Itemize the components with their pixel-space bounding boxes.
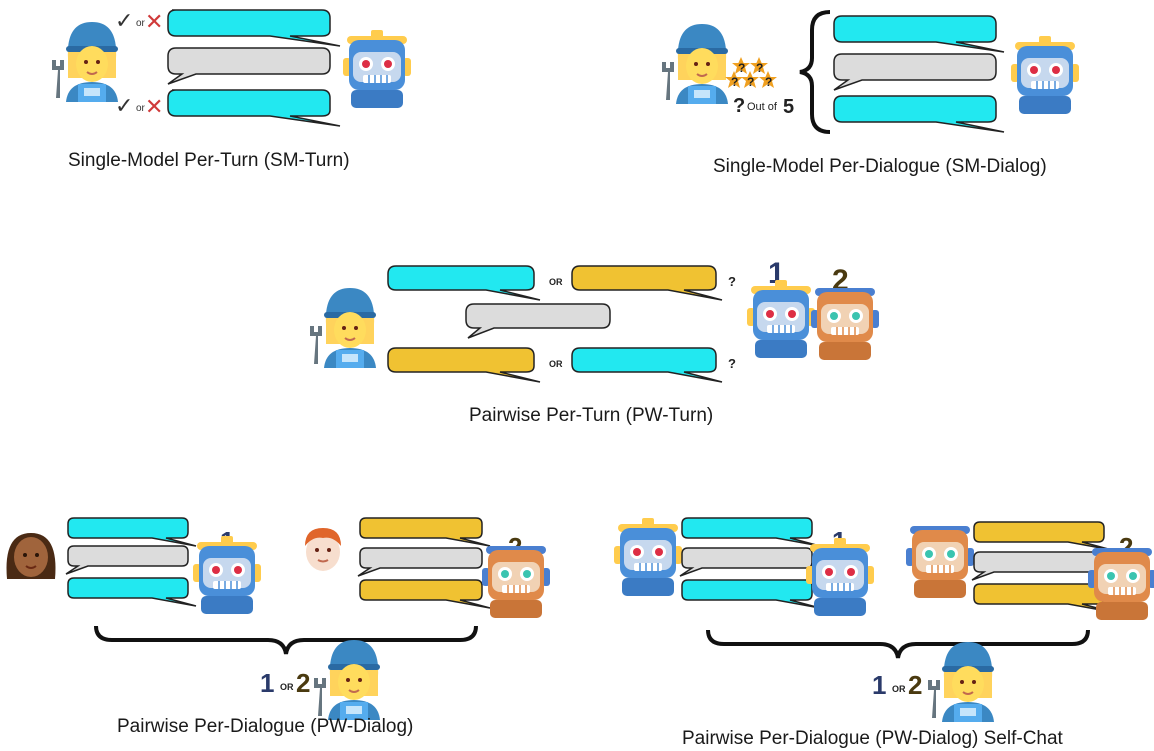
curly-brace-icon xyxy=(799,10,831,134)
worker-woman-icon xyxy=(661,23,729,105)
human-bubble xyxy=(833,53,997,91)
other-model-bubble xyxy=(679,547,813,577)
or-label: OR xyxy=(549,277,563,287)
or-label: OR xyxy=(280,682,294,692)
choice-two: 2 xyxy=(296,668,310,698)
caption-pw-dialog: Pairwise Per-Dialogue (PW-Dialog) xyxy=(117,716,413,737)
model-bubble xyxy=(973,521,1113,551)
robot-blue-icon xyxy=(192,535,262,615)
model-b-bubble xyxy=(387,347,541,383)
robot-orange-icon xyxy=(1087,547,1154,621)
question-mark: ? xyxy=(728,274,736,289)
human-bubble xyxy=(357,547,483,577)
model-bubble xyxy=(681,517,821,547)
worker-woman-icon xyxy=(927,641,995,723)
model-a-bubble xyxy=(387,265,541,301)
model-bubble xyxy=(167,89,341,127)
checkmark-icon: ✓ xyxy=(115,93,133,118)
robot-blue-icon xyxy=(746,279,816,359)
model-bubble xyxy=(833,15,1005,53)
man-face-icon xyxy=(304,527,342,572)
checkmark-icon: ✓ xyxy=(115,8,133,33)
robot-orange-icon xyxy=(905,525,975,599)
model-bubble xyxy=(67,577,197,607)
svg-text:?: ? xyxy=(731,75,738,89)
question-mark: ? xyxy=(728,356,736,371)
model-b-bubble xyxy=(571,265,723,301)
choice-one: 1 xyxy=(260,668,274,698)
other-model-bubble xyxy=(971,551,1105,581)
human-bubble xyxy=(167,47,331,85)
or-label: or xyxy=(136,18,146,29)
svg-text:?: ? xyxy=(765,75,772,89)
cross-icon: ✕ xyxy=(145,94,163,119)
or-label: OR xyxy=(549,359,563,369)
robot-blue-icon xyxy=(805,537,875,617)
robot-blue-icon xyxy=(342,29,412,109)
robot-blue-icon xyxy=(1010,35,1080,115)
svg-text:?: ? xyxy=(747,75,754,89)
caption-sm-turn: Single-Model Per-Turn (SM-Turn) xyxy=(68,150,350,171)
robot-blue-icon xyxy=(613,517,683,597)
svg-text:?: ? xyxy=(756,61,763,75)
pw-turn-panel: OR ? OR ? 1 2 Pairwise Per-Turn (PW-Turn… xyxy=(309,257,880,426)
star-rating: ? ? ? ? ? xyxy=(725,57,777,89)
model-bubble xyxy=(833,95,1005,133)
sm-turn-panel: ✓ or ✕ ✓ or ✕ Single-Model Per-Turn (SM-… xyxy=(51,8,412,171)
worker-woman-icon xyxy=(309,287,377,369)
pw-selfchat-panel: 1 2 1 OR 2 Pairwise Per-Dialogue (PW-Dia… xyxy=(613,517,1154,749)
svg-text:?: ? xyxy=(738,61,745,75)
caption-sm-dialog: Single-Model Per-Dialogue (SM-Dialog) xyxy=(713,156,1047,177)
model-bubble xyxy=(67,517,197,547)
or-label: or xyxy=(136,103,146,114)
question-mark: ? xyxy=(733,95,745,117)
human-bubble xyxy=(65,545,189,575)
or-label: OR xyxy=(892,684,906,694)
sm-dialog-panel: ? ? ? ? ? ? Out of 5 Single-Model Per-Di… xyxy=(661,10,1080,177)
caption-pw-turn: Pairwise Per-Turn (PW-Turn) xyxy=(469,405,713,426)
model-bubble xyxy=(973,583,1113,613)
choice-two: 2 xyxy=(908,670,922,700)
worker-woman-icon xyxy=(313,639,381,721)
out-of-label: Out of xyxy=(747,101,778,113)
choice-one: 1 xyxy=(872,670,886,700)
five-label: 5 xyxy=(783,96,794,118)
pw-dialog-panel: 1 2 1 OR 2 Pairwise Per-Dialogue (PW-Dia… xyxy=(5,517,551,737)
model-bubble xyxy=(167,9,341,47)
model-a-bubble xyxy=(571,347,723,383)
worker-woman-icon xyxy=(51,21,119,103)
human-bubble xyxy=(465,303,611,339)
robot-orange-icon xyxy=(481,545,551,619)
robot-orange-icon xyxy=(810,287,880,361)
model-bubble xyxy=(359,517,491,547)
model-bubble xyxy=(359,579,491,609)
cross-icon: ✕ xyxy=(145,9,163,34)
curly-brace-icon xyxy=(94,625,478,655)
caption-pw-selfchat: Pairwise Per-Dialogue (PW-Dialog) Self-C… xyxy=(682,728,1064,749)
model-bubble xyxy=(681,579,821,609)
curly-brace-icon xyxy=(706,629,1090,659)
woman-brown-icon xyxy=(5,532,57,580)
